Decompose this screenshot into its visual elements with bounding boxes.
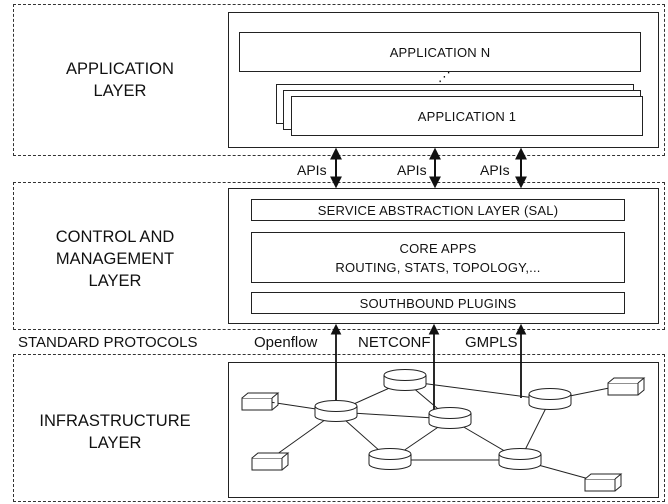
router-icon (368, 448, 412, 470)
host-icon (584, 473, 623, 492)
host-icon (251, 452, 290, 471)
protocol-openflow: Openflow (254, 334, 318, 351)
infrastructure-panel (228, 362, 659, 498)
core-apps-title: CORE APPS (399, 240, 477, 256)
host-icon (607, 377, 646, 396)
application-1-box: APPLICATION 1 (291, 96, 643, 136)
application-n-label: APPLICATION N (389, 44, 491, 60)
application-ellipsis: ⋰ (438, 69, 451, 84)
sal-box: SERVICE ABSTRACTION LAYER (SAL) (251, 199, 625, 221)
protocol-netconf: NETCONF (358, 334, 431, 351)
router-icon (383, 369, 427, 391)
application-layer-label: APPLICATION LAYER (66, 60, 174, 100)
infrastructure-layer-band (13, 354, 665, 502)
application-n-box: APPLICATION N (239, 32, 641, 72)
router-icon (314, 400, 358, 422)
router-icon (428, 407, 472, 429)
protocol-gmpls: GMPLS (465, 334, 518, 351)
sal-label: SERVICE ABSTRACTION LAYER (SAL) (317, 202, 559, 218)
southbound-plugins-box: SOUTHBOUND PLUGINS (251, 292, 625, 314)
core-apps-box: CORE APPS ROUTING, STATS, TOPOLOGY,... (251, 232, 625, 283)
host-icon (241, 392, 280, 411)
api-label-2: APIs (397, 162, 427, 178)
standard-protocols-label: STANDARD PROTOCOLS (16, 334, 200, 352)
api-label-3: APIs (480, 162, 510, 178)
control-layer-label: CONTROL AND MANAGEMENT LAYER (55, 228, 175, 290)
api-label-1: APIs (297, 162, 327, 178)
application-1-label: APPLICATION 1 (417, 108, 517, 124)
infrastructure-layer-label: INFRASTRUCTURE LAYER (39, 412, 191, 452)
router-icon (498, 448, 542, 470)
router-icon (528, 388, 572, 410)
southbound-plugins-label: SOUTHBOUND PLUGINS (359, 295, 517, 311)
core-apps-detail: ROUTING, STATS, TOPOLOGY,... (335, 259, 541, 275)
